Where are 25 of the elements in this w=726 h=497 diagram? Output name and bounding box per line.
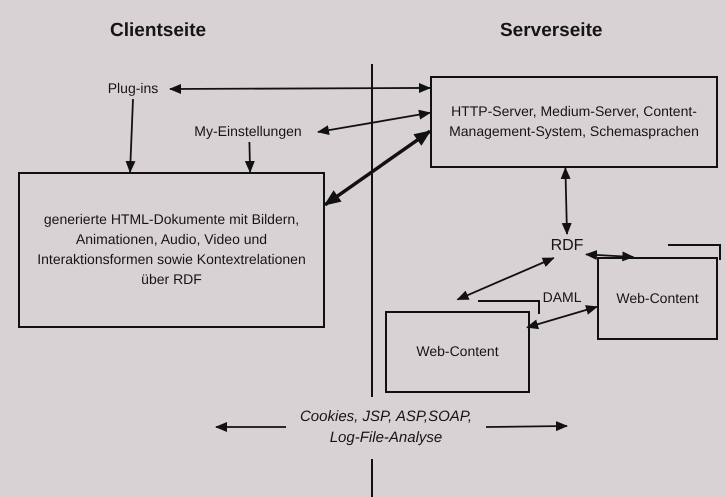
arrow [486, 421, 568, 432]
box-text: generierte HTML-Dokumente mit Bildern, Animationen, Audio, Video und Interaktionsformen sowie Kontextrelationen über RDF [36, 210, 307, 289]
process-box [18, 172, 325, 328]
process-box [385, 311, 530, 393]
arrow [324, 130, 432, 206]
arrow [560, 167, 572, 235]
arrow [169, 83, 431, 94]
box-text: Web-Content [415, 342, 500, 362]
arrow [126, 98, 136, 173]
arrow [456, 257, 555, 300]
arrow [244, 142, 255, 173]
column-heading: Serverseite [500, 20, 602, 42]
column-heading: Clientseite [110, 20, 206, 42]
node-label: Plug-ins [106, 79, 160, 98]
arrow [585, 250, 634, 262]
box-text: HTTP-Server, Medium-Server, Content-Management-System, Schemasprachen [448, 102, 700, 141]
process-box [597, 257, 718, 340]
node-label: Cookies, JSP, ASP,SOAP, Log-File-Analyse [298, 406, 474, 448]
box-text: Web-Content [615, 288, 700, 308]
node-label: RDF [550, 236, 584, 256]
arrow [317, 110, 431, 136]
node-label: My-Einstellungen [193, 122, 303, 142]
arrow [215, 422, 286, 432]
arrow [526, 305, 598, 330]
process-box [430, 76, 718, 168]
